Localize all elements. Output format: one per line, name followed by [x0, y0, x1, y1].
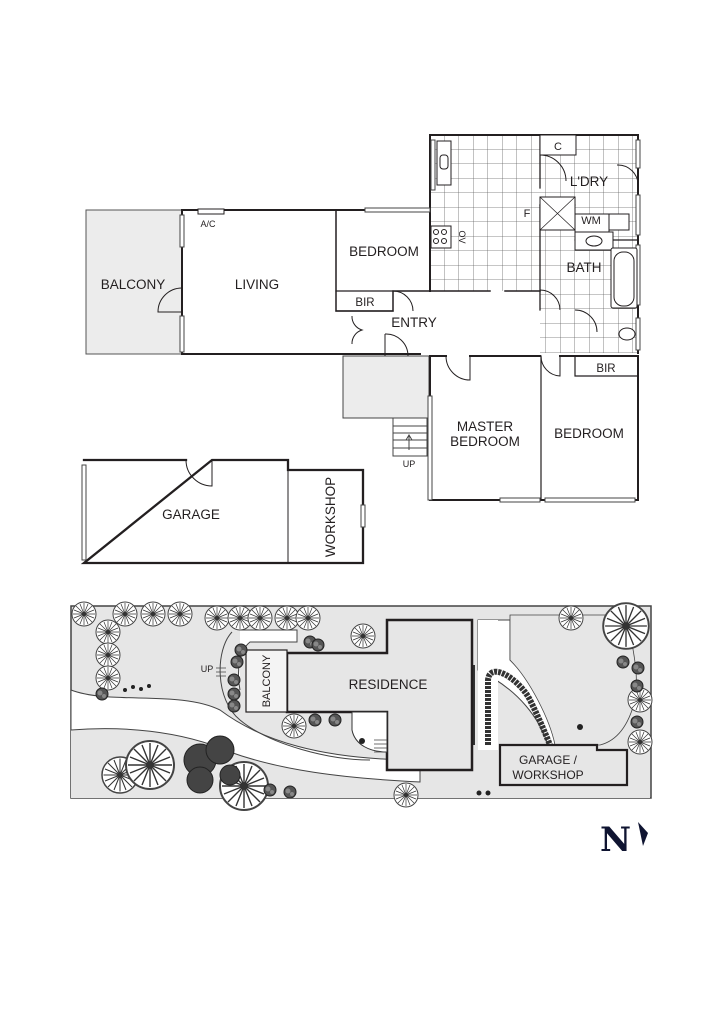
stairs-up-label: UP [403, 459, 416, 469]
fridge-label: F [524, 208, 531, 220]
cupboard [539, 134, 577, 156]
site-label-garage-1: GARAGE / [519, 753, 578, 767]
room-label-bir: BIR [355, 297, 374, 309]
room-label-bath: BATH [566, 260, 601, 275]
room-label-living: LIVING [235, 277, 279, 292]
site-plan [70, 601, 653, 811]
windows [81, 139, 641, 561]
room-label-balcony: BALCONY [101, 277, 166, 292]
stairs [392, 417, 428, 457]
site-balcony [245, 649, 288, 713]
residence-footprint [285, 618, 474, 772]
cooktop-icon [430, 225, 452, 249]
balcony-area [85, 209, 183, 355]
doors [157, 154, 639, 487]
site-label-residence: RESIDENCE [349, 677, 428, 692]
room-label-laundry: L'DRY [570, 174, 608, 189]
fixtures [197, 134, 638, 341]
north-arrow-icon [638, 822, 648, 846]
site-label-up: UP [201, 664, 214, 674]
up-arrow-icon [405, 434, 413, 450]
room-label-garage: GARAGE [162, 507, 220, 522]
cupboard-label: C [554, 141, 562, 153]
room-label-entry: ENTRY [391, 315, 437, 330]
north-label: N [600, 820, 632, 860]
tiled-area [430, 135, 638, 353]
room-label-workshop: WORKSHOP [323, 477, 338, 557]
room-label-master-2: BEDROOM [450, 434, 520, 449]
room-label-bir-2: BIR [596, 363, 615, 375]
oven-label: OV [457, 230, 467, 243]
landing-area [342, 355, 430, 419]
site-label-balcony: BALCONY [261, 654, 273, 707]
room-label-master-1: MASTER [457, 419, 514, 434]
ac-unit [197, 208, 225, 215]
room-label-bedroom: BEDROOM [349, 244, 419, 259]
wm-label: WM [581, 215, 601, 227]
site-label-garage-2: WORKSHOP [512, 768, 583, 782]
site-garage [498, 743, 629, 787]
toilet-icon [618, 327, 636, 341]
room-label-bedroom-2: BEDROOM [554, 426, 624, 441]
ac-label: A/C [200, 219, 216, 229]
